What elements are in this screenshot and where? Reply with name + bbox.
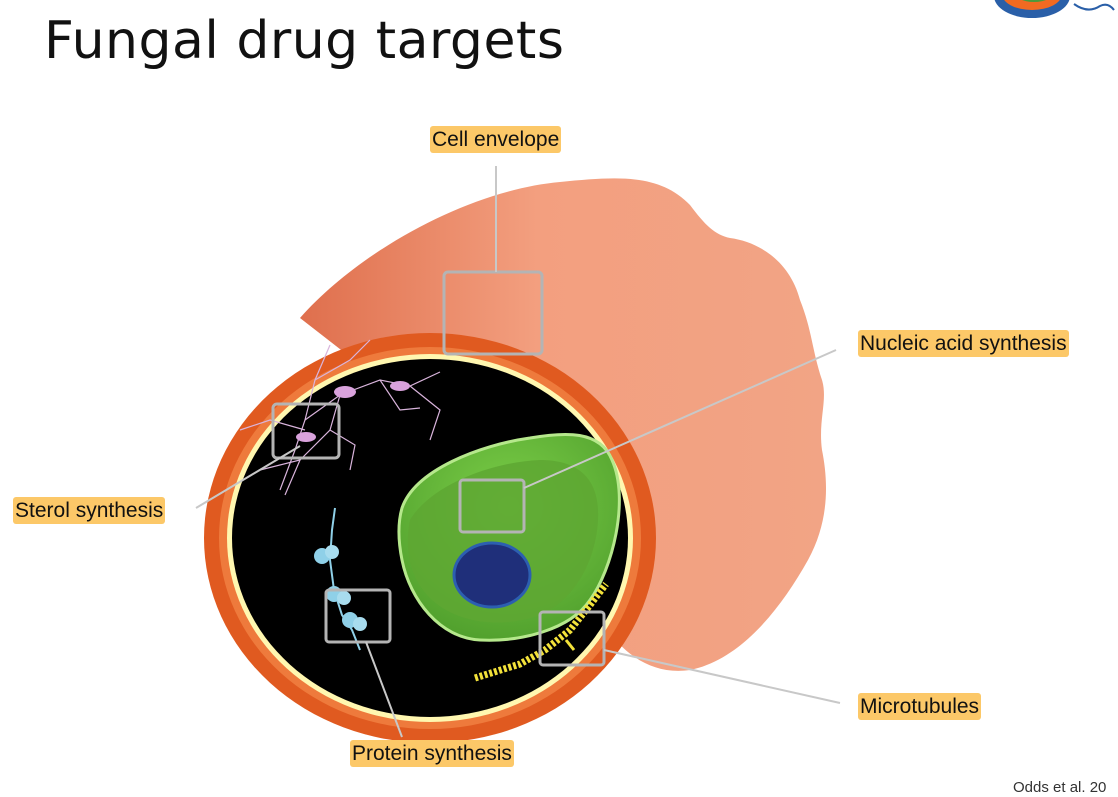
label-protein-synthesis: Protein synthesis [350, 740, 514, 767]
microtubule [473, 581, 609, 682]
label-nucleic-acid-synthesis: Nucleic acid synthesis [858, 330, 1069, 357]
label-cell-envelope: Cell envelope [430, 126, 562, 153]
nucleolus [452, 541, 532, 609]
sterol-enzymes [296, 381, 410, 442]
label-sterol-synthesis: Sterol synthesis [13, 497, 166, 524]
leader-lines [195, 166, 841, 738]
label-microtubules: Microtubules [858, 693, 982, 720]
callout-boxes [271, 270, 606, 667]
university-logo [990, 0, 1118, 22]
ribosome-chain [314, 507, 367, 651]
slide-title: Fungal drug targets [44, 11, 565, 71]
citation: Odds et al. 20 [1013, 779, 1107, 796]
